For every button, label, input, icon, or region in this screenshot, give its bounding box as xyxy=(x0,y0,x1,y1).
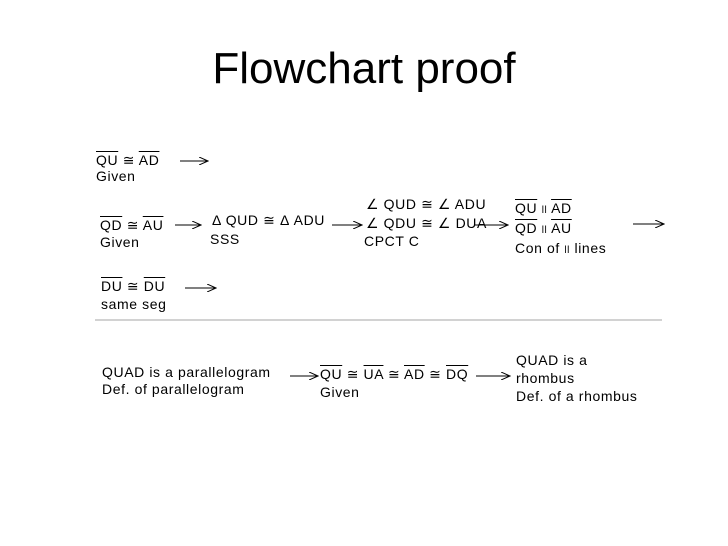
angle-qud: QUD xyxy=(383,196,417,212)
congruent-icon: ≅ xyxy=(122,152,136,168)
statement-parallel-2: QD ll AU xyxy=(515,220,572,239)
statement-parallel-1: QU ll AD xyxy=(515,200,572,219)
statement-qu-ad: QU ≅ AD xyxy=(96,152,159,168)
segment-qu: QU xyxy=(320,366,343,382)
reason-lines-label: lines xyxy=(574,240,607,256)
statement-angles-2: ∠ QDU ≅ ∠ DUA xyxy=(366,215,487,231)
segment-du-2: DU xyxy=(143,278,166,294)
congruent-icon: ≅ xyxy=(387,366,401,382)
statement-qd-au: QD ≅ AU xyxy=(100,217,163,233)
segment-ad: AD xyxy=(404,366,425,382)
reason-given-3: Given xyxy=(320,384,360,400)
segment-qd: QD xyxy=(515,220,538,236)
statement-rhombus-1: QUAD is a xyxy=(516,352,588,368)
reason-def-parallelogram: Def. of parallelogram xyxy=(102,381,245,397)
segment-au: AU xyxy=(142,217,164,233)
reason-converse-parallel: Con of ll lines xyxy=(515,240,606,259)
triangle-adu: ADU xyxy=(293,212,325,228)
statement-parallelogram: QUAD is a parallelogram xyxy=(102,364,271,380)
angle-icon: ∠ xyxy=(366,196,380,212)
statement-du-du: DU ≅ DU xyxy=(101,278,165,294)
triangle-qud: QUD xyxy=(225,212,259,228)
parallel-icon: ll xyxy=(541,205,548,216)
congruent-icon: ≅ xyxy=(421,196,434,212)
congruent-icon: ≅ xyxy=(346,366,360,382)
parallel-icon: ll xyxy=(541,225,548,236)
angle-icon: ∠ xyxy=(437,196,452,212)
segment-qd: QD xyxy=(100,217,123,233)
parallel-icon: ll xyxy=(564,245,571,256)
angle-qdu: QDU xyxy=(383,215,417,231)
congruent-icon: ≅ xyxy=(263,212,276,228)
segment-ua: UA xyxy=(363,366,384,382)
reason-given-2: Given xyxy=(100,234,140,250)
page-title: Flowchart proof xyxy=(212,44,516,93)
segment-au: AU xyxy=(551,220,572,236)
segment-ad: AD xyxy=(551,200,572,216)
reason-cpctc: CPCT C xyxy=(364,233,420,249)
statement-rhombus-2: rhombus xyxy=(516,370,575,386)
statement-angles-1: ∠ QUD ≅ ∠ ADU xyxy=(366,196,486,212)
angle-adu: ADU xyxy=(454,196,487,212)
angle-icon: ∠ xyxy=(366,215,380,231)
reason-given-1: Given xyxy=(96,168,136,184)
congruent-icon: ≅ xyxy=(421,215,434,231)
segment-dq: DQ xyxy=(446,366,469,382)
statement-equal-sides: QU ≅ UA ≅ AD ≅ DQ xyxy=(320,366,468,382)
congruent-icon: ≅ xyxy=(126,217,140,233)
triangle-icon: Δ xyxy=(279,212,290,228)
congruent-icon: ≅ xyxy=(429,366,442,382)
triangle-icon: Δ xyxy=(212,212,222,228)
reason-converse-label: Con of xyxy=(515,240,560,256)
reason-sss: SSS xyxy=(210,231,240,247)
reason-same-seg: same seg xyxy=(101,296,167,312)
statement-triangles: Δ QUD ≅ Δ ADU xyxy=(212,212,325,228)
congruent-icon: ≅ xyxy=(126,278,140,294)
angle-icon: ∠ xyxy=(437,215,452,231)
angle-dua: DUA xyxy=(455,215,487,231)
segment-ad: AD xyxy=(138,152,160,168)
reason-def-rhombus: Def. of a rhombus xyxy=(516,388,638,404)
segment-du: DU xyxy=(101,278,123,294)
segment-qu: QU xyxy=(96,152,119,168)
segment-qu: QU xyxy=(515,200,538,216)
